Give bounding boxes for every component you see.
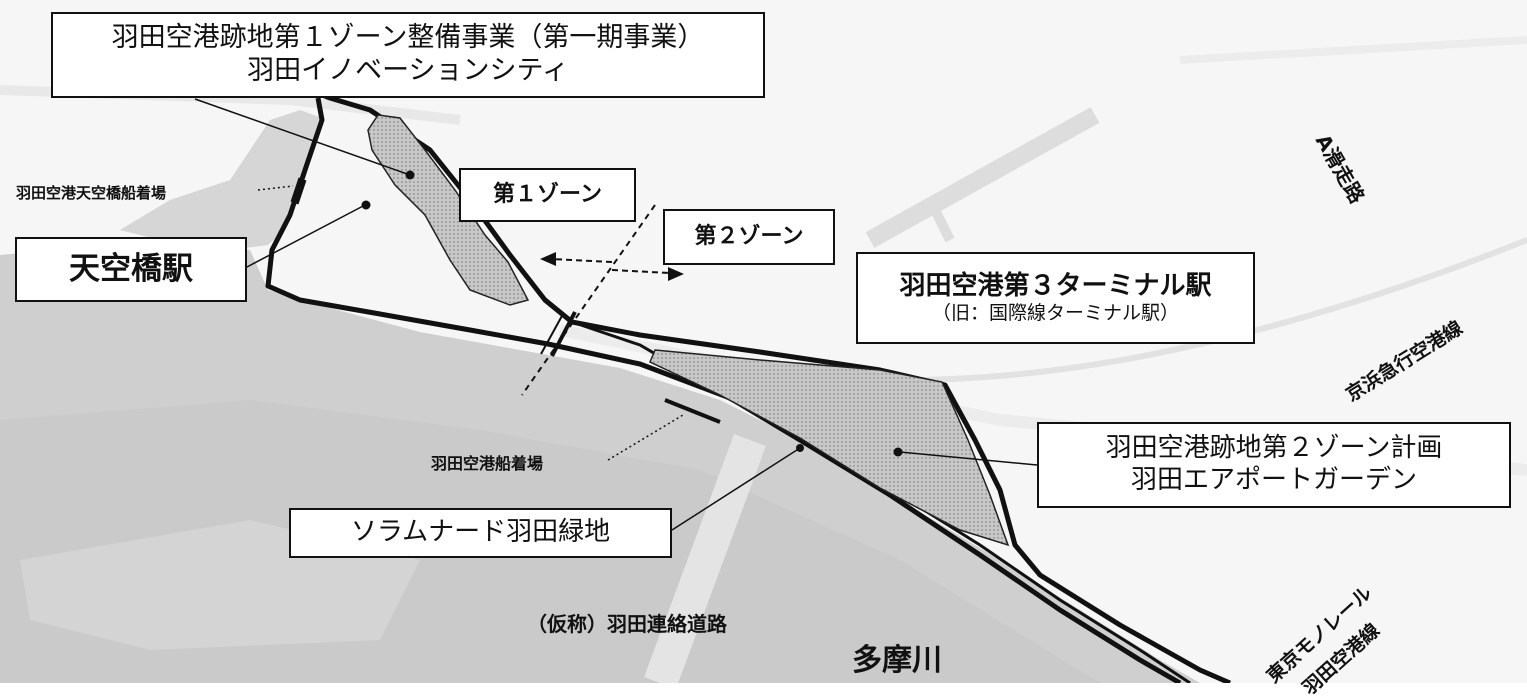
zone1-label: 第１ゾーン bbox=[459, 168, 636, 222]
zone1-area bbox=[367, 114, 530, 306]
zone2-plan-line2: 羽田エアポートガーデン bbox=[1130, 465, 1417, 495]
zone2-area bbox=[649, 349, 1010, 547]
leader-dot bbox=[361, 200, 371, 210]
bridge-mark bbox=[540, 313, 564, 355]
leader-tenkubashi-pier bbox=[257, 185, 294, 191]
haneda-pier-label: 羽田空港船着場 bbox=[431, 454, 544, 473]
zone2-plan-callout: 羽田空港跡地第２ゾーン計画 羽田エアポートガーデン bbox=[1037, 422, 1511, 508]
zone2-arrowhead bbox=[668, 267, 684, 281]
leader-solamenade bbox=[671, 447, 801, 531]
map-canvas bbox=[0, 36, 1527, 683]
leader-dot bbox=[796, 444, 804, 452]
zone1-arrowhead bbox=[540, 252, 556, 266]
leader-tenkubashi bbox=[244, 204, 366, 269]
connection-road-label: （仮称）羽田連絡道路 bbox=[527, 612, 727, 636]
background-road bbox=[1179, 36, 1527, 64]
solamenade-callout: ソラムナード羽田緑地 bbox=[289, 508, 672, 558]
tenkubashi-station-callout: 天空橋駅 bbox=[15, 237, 247, 302]
zone1-arrow bbox=[551, 258, 613, 263]
connection-road-bridge bbox=[644, 434, 766, 683]
site-boundary bbox=[265, 97, 1182, 683]
tenkubashi-pier-mark bbox=[290, 177, 307, 205]
leader-dot bbox=[405, 170, 415, 180]
terminal3-station-callout: 羽田空港第３ターミナル駅 （旧：国際線ターミナル駅） bbox=[856, 252, 1255, 344]
leader-zone2-plan bbox=[899, 451, 1038, 466]
zone1-project-line2: 羽田イノベーションシティ bbox=[247, 55, 569, 86]
zone-divider bbox=[521, 204, 656, 396]
terminal3-station-line1: 羽田空港第３ターミナル駅 bbox=[899, 270, 1212, 301]
tenkubashi-pier-label: 羽田空港天空橋船着場 bbox=[16, 184, 167, 202]
zone2-plan-line1: 羽田空港跡地第２ゾーン計画 bbox=[1105, 433, 1443, 464]
terminal3-station-line2: （旧：国際線ターミナル駅） bbox=[931, 302, 1179, 325]
runway-a-strip bbox=[865, 107, 1100, 248]
haneda-pier-mark bbox=[664, 398, 721, 424]
taxiway bbox=[930, 207, 955, 243]
zone1-project-line1: 羽田空港跡地第１ゾーン整備事業（第一期事業） bbox=[111, 22, 705, 54]
airport-boundary bbox=[314, 89, 1231, 683]
tamagawa-label: 多摩川 bbox=[852, 643, 942, 678]
bridge-mark bbox=[550, 311, 577, 357]
zone1-project-callout: 羽田空港跡地第１ゾーン整備事業（第一期事業） 羽田イノベーションシティ bbox=[51, 12, 765, 98]
leader-zone1-project bbox=[194, 98, 411, 176]
leader-dot bbox=[893, 447, 903, 457]
zone2-label: 第２ゾーン bbox=[663, 209, 835, 265]
river-upper-channel bbox=[120, 110, 322, 250]
